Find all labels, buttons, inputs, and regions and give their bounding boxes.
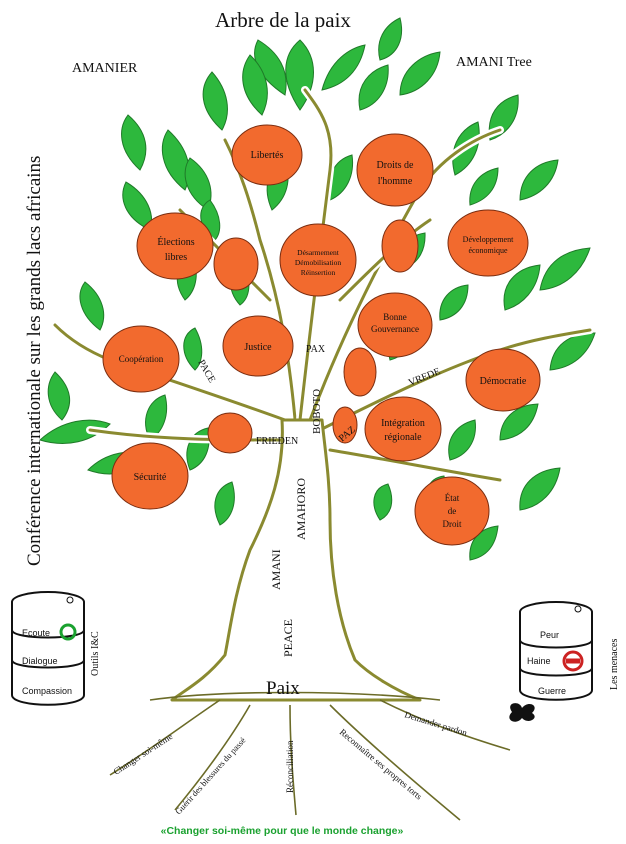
fruit-cooperation (102, 325, 180, 393)
fruit-elections (136, 212, 214, 280)
word-peace: PEACE (281, 619, 295, 657)
roots (109, 699, 511, 821)
fruit-securite (111, 442, 189, 510)
barrel-left-item-2: Dialogue (22, 656, 58, 666)
word-pace: PACE (195, 358, 217, 385)
label-etat-3: Droit (443, 519, 462, 529)
root-label-reconciliation: Réconciliation (285, 740, 295, 793)
label-droits-2: l'homme (378, 176, 413, 187)
label-menaces: Les menaces (609, 639, 620, 690)
label-bonne-1: Bonne (383, 312, 407, 322)
root-base (149, 691, 441, 701)
fruit-extra-4 (381, 219, 419, 273)
fruit-extra-3 (343, 347, 377, 397)
fruit-extra-1 (213, 237, 259, 291)
word-amahoro: AMAHORO (294, 478, 308, 540)
root-label-pardon: Demander pardon (403, 709, 468, 738)
label-cooperation: Coopération (119, 354, 164, 364)
fruit-labels: Libertés Droits de l'homme Élections lib… (119, 150, 527, 529)
label-democratie: Démocratie (480, 376, 527, 387)
fruit-developpement (447, 209, 529, 277)
stop-icon (562, 650, 584, 672)
label-developpement-2: économique (468, 246, 508, 255)
label-etat-1: État (445, 493, 460, 503)
label-droits-1: Droits de (377, 160, 415, 171)
fruit-extra-2 (207, 412, 253, 454)
fruit-etat-droit (414, 476, 490, 546)
fruit-droits-homme (356, 133, 434, 207)
word-vrede: VREDE (407, 366, 442, 389)
barrel-right-item-2: Haine (527, 656, 551, 666)
barrel-right-item-3: Guerre (538, 686, 566, 696)
root-label-reconnaitre: Reconnaître ses propres torts (338, 727, 425, 802)
barrel-tools: Ecoute Dialogue Compassion (11, 591, 85, 706)
label-justice: Justice (244, 342, 272, 353)
conference-vertical-label: Conférence internationale sur les grands… (24, 156, 45, 566)
label-amanier: AMANIER (72, 61, 138, 76)
word-paix: Paix (266, 678, 300, 699)
label-integration-1: Intégration (381, 418, 425, 429)
root-label-changer: Changer soi-même (112, 731, 175, 777)
fruit-democratie (465, 348, 541, 412)
label-desarmement-1: Désarmement (297, 248, 340, 257)
label-etat-2: de (448, 506, 457, 516)
barrel-threats: Peur Haine Guerre (509, 601, 593, 722)
label-desarmement-3: Réinsertion (301, 268, 336, 277)
word-amani: AMANI (269, 549, 283, 590)
fruits (102, 124, 541, 546)
label-libertes: Libertés (251, 150, 284, 161)
label-securite: Sécurité (134, 472, 167, 483)
branches (51, 86, 594, 484)
root-label-guerir: Guérir des blessures du passé (173, 735, 248, 816)
label-developpement-1: Développement (463, 235, 514, 244)
word-frieden: FRIEDEN (256, 436, 298, 447)
barrel-right-item-1: Peur (540, 630, 559, 640)
barrel-left-item-1: Ecoute (22, 628, 50, 638)
fruit-extra-5 (332, 406, 358, 444)
word-boboto: BOBOTO (311, 389, 323, 434)
label-amani-tree: AMANI Tree (456, 55, 532, 70)
label-desarmement-2: Démobilisation (295, 258, 341, 267)
word-pax: PAX (306, 344, 326, 355)
label-elections-2: libres (165, 252, 187, 263)
slogan: «Changer soi-même pour que le monde chan… (161, 825, 404, 837)
label-integration-2: régionale (384, 432, 422, 443)
oil-spill-icon (509, 703, 535, 722)
label-elections-1: Élections (157, 236, 194, 248)
fruit-justice (222, 315, 294, 377)
label-outils: Outils I&C (90, 631, 101, 676)
fruit-integration (364, 396, 442, 462)
ring-icon (59, 623, 77, 641)
tree-trunk (170, 418, 422, 702)
fruit-bonne-gouvernance (357, 292, 433, 358)
label-bonne-2: Gouvernance (371, 324, 419, 334)
barrel-left-item-3: Compassion (22, 686, 72, 696)
diagram-title: Arbre de la paix (215, 8, 351, 32)
fruit-desarmement (279, 223, 357, 297)
fruit-libertes (231, 124, 303, 186)
